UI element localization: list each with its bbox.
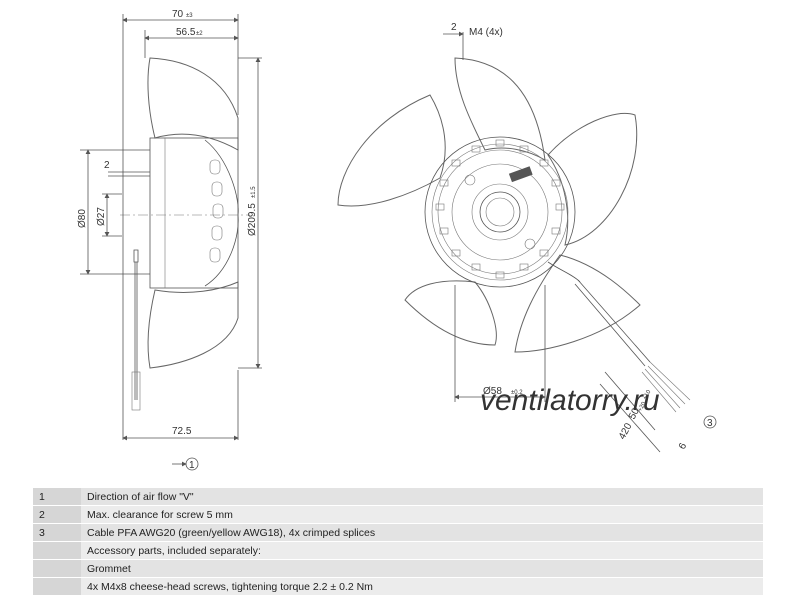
rating-label [508, 166, 533, 183]
watermark: ventilatorry.ru [480, 384, 660, 417]
note-text: Grommet [81, 560, 763, 577]
note-text: Cable PFA AWG20 (green/yellow AWG18), 4x… [81, 524, 763, 541]
dim-420: 420 [617, 421, 635, 441]
dim-72-5: 72.5 [172, 426, 192, 437]
dim-50-tol: ±10 [642, 389, 652, 401]
note-number [33, 578, 81, 595]
dim-side-2: 2 [104, 160, 110, 171]
dim-56-5: 56.5 [176, 27, 196, 38]
dim-front-2: 2 [451, 22, 457, 33]
side-view: 70 ±3 56.5 ±2 2 Ø80 Ø27 Ø209.5 ±1.5 72.5 [77, 9, 262, 471]
screw-hole [464, 174, 476, 186]
hub-slots [435, 139, 565, 279]
note-number: 1 [33, 488, 81, 505]
callout-1: 1 [189, 460, 195, 471]
dim-70-tol: ±3 [186, 13, 193, 19]
screw-hole [524, 238, 536, 250]
dim-420-tol: +20 [637, 401, 647, 413]
shaft-bore [479, 191, 521, 233]
note-row: Accessory parts, included separately: [33, 542, 763, 559]
callout-3: 3 [707, 418, 713, 429]
impeller-blades [337, 57, 641, 353]
front-view: 2 M4 (4x) Ø58 ±0.2 50 ±10 420 +20 6 3 [337, 22, 717, 453]
note-text: Accessory parts, included separately: [81, 542, 763, 559]
dim-70: 70 [172, 9, 184, 20]
dim-58-tol: ±0.2 [511, 390, 523, 396]
dim-m4: M4 (4x) [469, 27, 503, 38]
dim-27: Ø27 [96, 207, 107, 226]
dim-56-5-tol: ±2 [196, 31, 203, 37]
note-text: 4x M4x8 cheese-head screws, tightening t… [81, 578, 763, 595]
front-cable [577, 279, 651, 363]
note-row: Grommet [33, 560, 763, 577]
note-number: 3 [33, 524, 81, 541]
side-blade-bottom [147, 281, 239, 369]
dim-50: 50 [627, 406, 642, 421]
dim-209-5-tol: ±1.5 [251, 186, 257, 198]
note-number [33, 542, 81, 559]
note-text: Direction of air flow "V" [81, 488, 763, 505]
note-text: Max. clearance for screw 5 mm [81, 506, 763, 523]
technical-drawing: 70 ±3 56.5 ±2 2 Ø80 Ø27 Ø209.5 ±1.5 72.5 [77, 9, 717, 471]
note-number: 2 [33, 506, 81, 523]
dim-209-5: Ø209.5 [247, 203, 258, 236]
note-number [33, 560, 81, 577]
side-blade-top [147, 57, 239, 151]
note-row: 4x M4x8 cheese-head screws, tightening t… [33, 578, 763, 595]
rotor-hub [424, 136, 576, 288]
dim-58: Ø58 [483, 386, 502, 397]
dim-6: 6 [677, 441, 690, 451]
dim-80: Ø80 [77, 209, 88, 228]
side-cooling-slots [209, 159, 224, 263]
side-cable [133, 249, 139, 263]
